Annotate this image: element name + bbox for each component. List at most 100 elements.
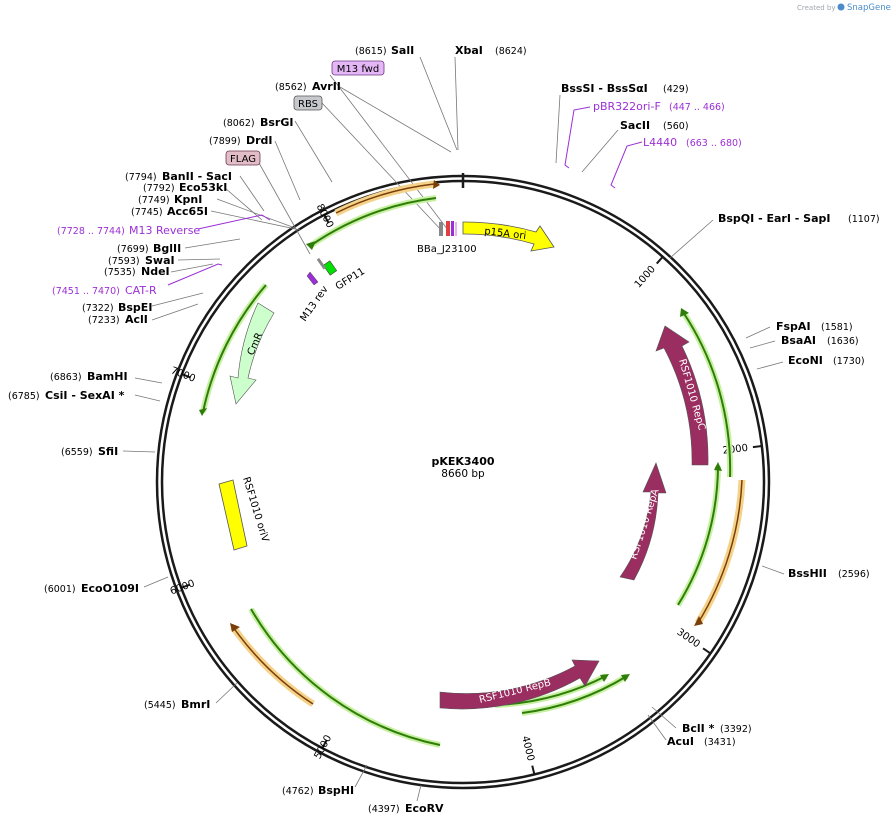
- box-flag[interactable]: [225, 150, 261, 166]
- feature-rsf1010-repc[interactable]: [655, 325, 709, 466]
- site-pos: (3431): [704, 737, 736, 748]
- site-name[interactable]: BspQI - EarI - SapI: [718, 212, 830, 225]
- site-name[interactable]: NdeI: [141, 265, 170, 278]
- site-pos: (4397): [368, 804, 400, 815]
- feature-bba-j23100[interactable]: [446, 221, 450, 236]
- site-pos: (7535): [104, 267, 136, 278]
- tick-mark: [656, 256, 664, 265]
- primer-range: (663 .. 680): [686, 138, 742, 149]
- orf-arc-repb-1[interactable]: [521, 675, 628, 714]
- primer-range: (7728 .. 7744): [57, 226, 125, 237]
- site-pos: (6863): [50, 372, 82, 383]
- orf-arc-orange-top[interactable]: [335, 183, 435, 214]
- primers: pBR322ori-F (447 .. 466) L4440 (663 .. 6…: [52, 100, 742, 297]
- tick-mark: [702, 647, 712, 655]
- site-name[interactable]: Eco53kI: [179, 181, 227, 194]
- orf-arc-cmr[interactable]: [202, 284, 267, 413]
- feature-marker: [451, 221, 454, 236]
- site-pos: (1636): [827, 336, 859, 347]
- label-m13-rev: M13 rev: [298, 284, 330, 324]
- site-name[interactable]: SwaI: [145, 254, 175, 267]
- primer-name[interactable]: pBR322ori-F: [593, 100, 661, 113]
- site-pos: (7699): [117, 244, 149, 255]
- label-m13-fwd: M13 fwd: [337, 64, 379, 75]
- site-pos: (1107): [848, 214, 880, 225]
- site-name[interactable]: BsaAI: [781, 334, 816, 347]
- label-bba-j23100: BBa_J23100: [417, 244, 477, 255]
- site-pos: (7792): [143, 183, 175, 194]
- orf-arc-orange-left[interactable]: [232, 626, 314, 705]
- site-name[interactable]: EcoRV: [405, 802, 444, 815]
- site-pos: (6785): [8, 391, 40, 402]
- orf-arc-bottom[interactable]: [250, 608, 441, 746]
- feature-cmr[interactable]: [229, 302, 275, 405]
- feature-rsf1010-repa[interactable]: [619, 462, 667, 581]
- feature-marker: [455, 222, 457, 236]
- site-name[interactable]: Acc65I: [167, 205, 208, 218]
- plasmid-length: 8660 bp: [441, 468, 485, 480]
- site-pos: (7899): [209, 136, 241, 147]
- arrowhead-icon: [306, 241, 316, 250]
- site-name[interactable]: BmrI: [181, 698, 210, 711]
- site-name[interactable]: KpnI: [174, 193, 202, 206]
- site-name[interactable]: EcoNI: [788, 354, 823, 367]
- site-pos: (7233): [88, 315, 120, 326]
- label-flag: FLAG: [230, 154, 256, 165]
- tick-mark: [323, 214, 330, 224]
- site-pos: (429): [663, 84, 689, 95]
- site-name[interactable]: SacII: [620, 119, 650, 132]
- feature-p15a-ori[interactable]: [462, 221, 555, 252]
- site-pos: (7749): [138, 195, 170, 206]
- feature-m13-rev[interactable]: [306, 271, 319, 286]
- site-name[interactable]: AcuI: [667, 735, 694, 748]
- leader-lines: [122, 56, 785, 802]
- credit-brand[interactable]: SnapGene: [847, 3, 891, 13]
- feature-marker: [316, 257, 327, 270]
- tick-label: 2000: [722, 443, 749, 457]
- orf-arc-repa[interactable]: [677, 465, 719, 606]
- site-pos: (8562): [275, 82, 307, 93]
- site-name[interactable]: SfiI: [98, 445, 118, 458]
- tick-mark: [752, 445, 762, 449]
- label-rbs: RBS: [298, 99, 318, 110]
- site-name[interactable]: FspAI: [776, 320, 811, 333]
- site-name[interactable]: DrdI: [246, 134, 273, 147]
- primer-name[interactable]: M13 Reverse: [129, 224, 200, 237]
- orf-arc-repc[interactable]: [682, 311, 732, 478]
- tick-mark: [181, 373, 191, 379]
- site-pos: (4762): [282, 786, 314, 797]
- feature-rsf1010-oriv[interactable]: [218, 479, 248, 551]
- site-name[interactable]: BspEI: [118, 301, 152, 314]
- site-name[interactable]: SalI: [391, 44, 414, 57]
- site-pos: (8615): [355, 46, 387, 57]
- site-name[interactable]: BssHII: [788, 567, 827, 580]
- site-pos: (7322): [82, 303, 114, 314]
- site-name[interactable]: CsiI - SexAI *: [45, 389, 125, 402]
- orf-arc-orange-right[interactable]: [697, 479, 743, 624]
- label-p15a-ori: p15A ori: [484, 226, 527, 242]
- feature-rsf1010-repb[interactable]: [439, 659, 600, 710]
- tick-mark: [531, 765, 536, 775]
- site-name[interactable]: AvrII: [312, 80, 341, 93]
- site-name[interactable]: BglII: [153, 242, 181, 255]
- site-pos: (8624): [495, 46, 527, 57]
- site-pos: (7745): [131, 207, 163, 218]
- site-name[interactable]: BclI *: [682, 722, 715, 735]
- primer-name[interactable]: CAT-R: [125, 284, 157, 297]
- feature-gfp11[interactable]: [322, 260, 338, 276]
- site-name[interactable]: EcoO109I: [81, 582, 139, 595]
- orf-arc-gfp[interactable]: [309, 197, 437, 247]
- box-rbs[interactable]: [293, 95, 323, 111]
- site-name[interactable]: BanII - SacI: [162, 170, 232, 183]
- site-name[interactable]: AclI: [125, 313, 148, 326]
- primer-name[interactable]: L4440: [643, 136, 677, 149]
- site-pos: (7593): [108, 256, 140, 267]
- box-m13-fwd[interactable]: [331, 60, 385, 76]
- site-name[interactable]: BsrGI: [260, 116, 293, 129]
- site-name[interactable]: BamHI: [87, 370, 128, 383]
- site-name[interactable]: XbaI: [455, 44, 483, 57]
- site-name[interactable]: BssSI - BssSαI: [561, 82, 648, 95]
- site-pos: (6559): [61, 447, 93, 458]
- site-name[interactable]: BspHI: [318, 784, 354, 797]
